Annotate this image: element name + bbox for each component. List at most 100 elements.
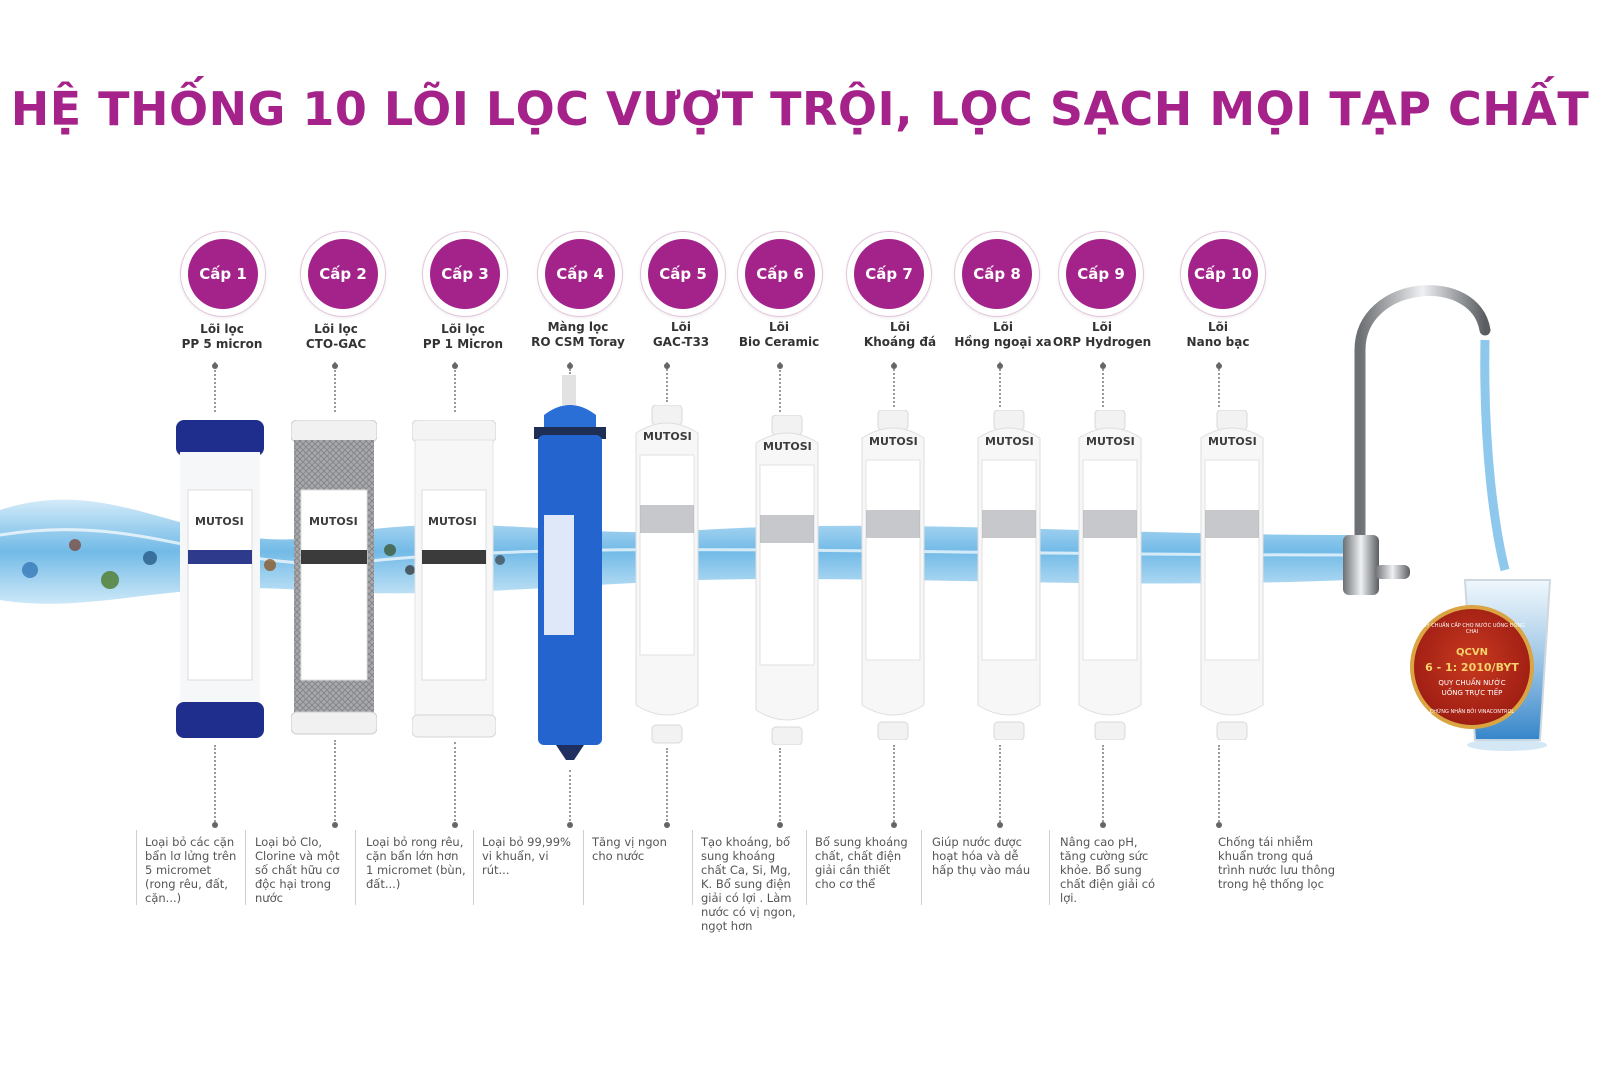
page-title: HỆ THỐNG 10 LÕI LỌC VƯỢT TRỘI, LỌC SẠCH … bbox=[10, 82, 1590, 136]
filter-brand-label: MUTOSI bbox=[1086, 435, 1135, 448]
connector-line bbox=[999, 362, 1001, 407]
stage-badge-9: Cấp 9 bbox=[1058, 231, 1144, 317]
connector-dot bbox=[1216, 822, 1222, 828]
connector-dot bbox=[452, 822, 458, 828]
column-divider bbox=[473, 830, 474, 905]
connector-dot bbox=[212, 363, 218, 369]
connector-dot bbox=[567, 363, 573, 369]
stage-badge-8: Cấp 8 bbox=[954, 231, 1040, 317]
connector-line bbox=[1102, 745, 1104, 825]
connector-dot bbox=[664, 822, 670, 828]
filter-brand-label: MUTOSI bbox=[763, 440, 812, 453]
stage-badge-5: Cấp 5 bbox=[640, 231, 726, 317]
connector-line bbox=[893, 745, 895, 825]
stage-description-1: Loại bỏ các cặn bẩn lơ lửng trên 5 micro… bbox=[145, 835, 237, 905]
filter-bio-ceramic-image bbox=[755, 415, 819, 745]
stage-badge-3: Cấp 3 bbox=[422, 231, 508, 317]
connector-dot bbox=[664, 363, 670, 369]
stage-description-10: Chống tái nhiễm khuẩn trong quá trình nư… bbox=[1218, 835, 1336, 891]
column-divider bbox=[245, 830, 246, 905]
connector-line bbox=[1218, 745, 1220, 825]
stage-badge-1: Cấp 1 bbox=[180, 231, 266, 317]
filter-ro-membrane-image bbox=[534, 375, 606, 760]
stage-description-9: Nâng cao pH, tăng cường sức khỏe. Bổ sun… bbox=[1060, 835, 1156, 905]
connector-line bbox=[893, 362, 895, 407]
stage-badge-7: Cấp 7 bbox=[846, 231, 932, 317]
connector-line bbox=[779, 748, 781, 825]
stage-description-8: Giúp nước được hoạt hóa và dễ hấp thụ và… bbox=[932, 835, 1031, 877]
connector-line bbox=[454, 742, 456, 825]
filter-brand-label: MUTOSI bbox=[195, 515, 244, 528]
connector-line bbox=[999, 745, 1001, 825]
connector-line bbox=[1218, 362, 1220, 407]
stage-badge-6: Cấp 6 bbox=[737, 231, 823, 317]
stage-description-3: Loại bỏ rong rêu, cặn bẩn lớn hơn 1 micr… bbox=[366, 835, 466, 891]
filter-far-infrared-image bbox=[977, 410, 1041, 740]
filter-orp-hydrogen-image bbox=[1078, 410, 1142, 740]
filter-pp5-image bbox=[176, 420, 264, 738]
filter-nano-silver-image bbox=[1200, 410, 1264, 740]
column-divider bbox=[806, 830, 807, 905]
connector-line bbox=[334, 362, 336, 412]
connector-line bbox=[666, 748, 668, 825]
connector-line bbox=[666, 362, 668, 402]
stage-description-2: Loại bỏ Clo, Clorine và một số chất hữu … bbox=[255, 835, 340, 905]
certification-code: QCVN bbox=[1456, 647, 1488, 658]
connector-dot bbox=[332, 363, 338, 369]
connector-dot bbox=[891, 822, 897, 828]
filter-brand-label: MUTOSI bbox=[869, 435, 918, 448]
connector-dot bbox=[997, 822, 1003, 828]
filter-gac-t33-image bbox=[635, 405, 699, 744]
filter-brand-label: MUTOSI bbox=[428, 515, 477, 528]
stage-badge-2: Cấp 2 bbox=[300, 231, 386, 317]
connector-line bbox=[454, 362, 456, 412]
connector-dot bbox=[567, 822, 573, 828]
filter-brand-label: MUTOSI bbox=[309, 515, 358, 528]
connector-dot bbox=[212, 822, 218, 828]
connector-dot bbox=[777, 363, 783, 369]
connector-dot bbox=[777, 822, 783, 828]
stage-badge-10: Cấp 10 bbox=[1180, 231, 1266, 317]
connector-line bbox=[334, 740, 336, 825]
connector-dot bbox=[332, 822, 338, 828]
certification-number: 6 - 1: 2010/BYT bbox=[1425, 661, 1519, 674]
connector-dot bbox=[1100, 363, 1106, 369]
connector-line bbox=[779, 362, 781, 412]
connector-dot bbox=[1100, 822, 1106, 828]
column-divider bbox=[136, 830, 137, 905]
filter-brand-label: MUTOSI bbox=[643, 430, 692, 443]
certification-seal: QUY CHUẨN CẤP CHO NƯỚC UỐNG ĐÓNG CHAI QC… bbox=[1410, 605, 1534, 729]
filter-brand-label: MUTOSI bbox=[1208, 435, 1257, 448]
stage-description-5: Tăng vị ngon cho nước bbox=[592, 835, 667, 863]
connector-line bbox=[1102, 362, 1104, 407]
filter-pp1-image bbox=[412, 420, 496, 738]
connector-dot bbox=[1216, 363, 1222, 369]
connector-dot bbox=[891, 363, 897, 369]
filter-cto-gac-image bbox=[291, 420, 377, 735]
filter-brand-label: MUTOSI bbox=[985, 435, 1034, 448]
stage-badge-4: Cấp 4 bbox=[537, 231, 623, 317]
column-divider bbox=[1049, 830, 1050, 905]
connector-line bbox=[214, 745, 216, 825]
connector-dot bbox=[997, 363, 1003, 369]
connector-dot bbox=[452, 363, 458, 369]
column-divider bbox=[583, 830, 584, 905]
column-divider bbox=[692, 830, 693, 905]
stage-description-6: Tạo khoáng, bổ sung khoáng chất Ca, Si, … bbox=[701, 835, 796, 933]
column-divider bbox=[355, 830, 356, 905]
filter-mineral-stone-image bbox=[861, 410, 925, 740]
stage-description-4: Loại bỏ 99,99% vi khuẩn, vi rút... bbox=[482, 835, 571, 877]
connector-line bbox=[214, 362, 216, 412]
connector-line bbox=[569, 770, 571, 825]
column-divider bbox=[921, 830, 922, 905]
